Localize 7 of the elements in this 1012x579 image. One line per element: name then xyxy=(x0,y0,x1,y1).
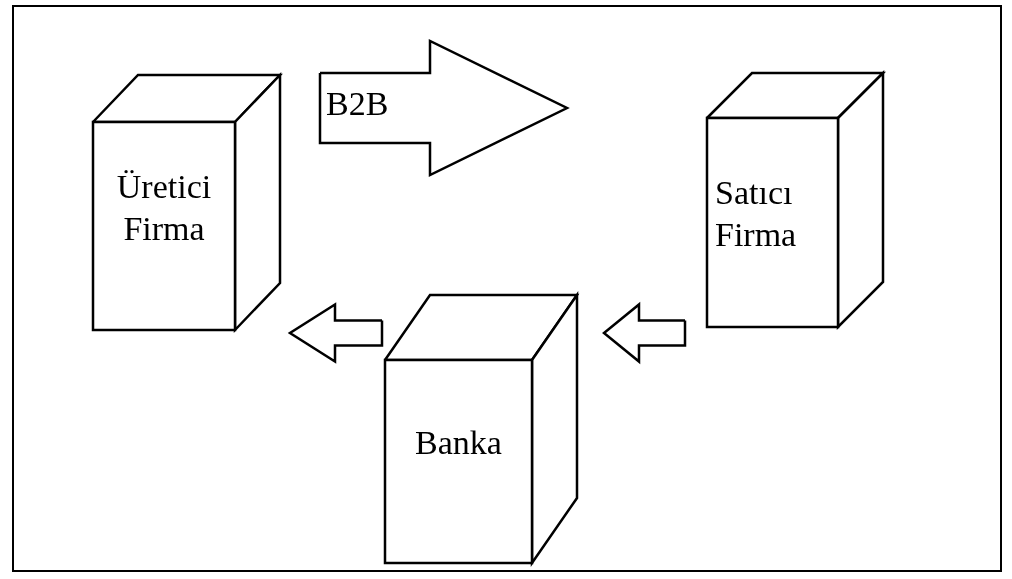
block-arrow xyxy=(602,301,687,365)
block-arrow xyxy=(287,302,384,364)
box-label: Banka xyxy=(414,423,503,463)
box-label: Satıcı Firma xyxy=(715,173,798,255)
edge-label: B2B xyxy=(326,84,389,124)
block-arrow xyxy=(318,39,570,177)
box-label: Üretici Firma xyxy=(115,167,213,249)
